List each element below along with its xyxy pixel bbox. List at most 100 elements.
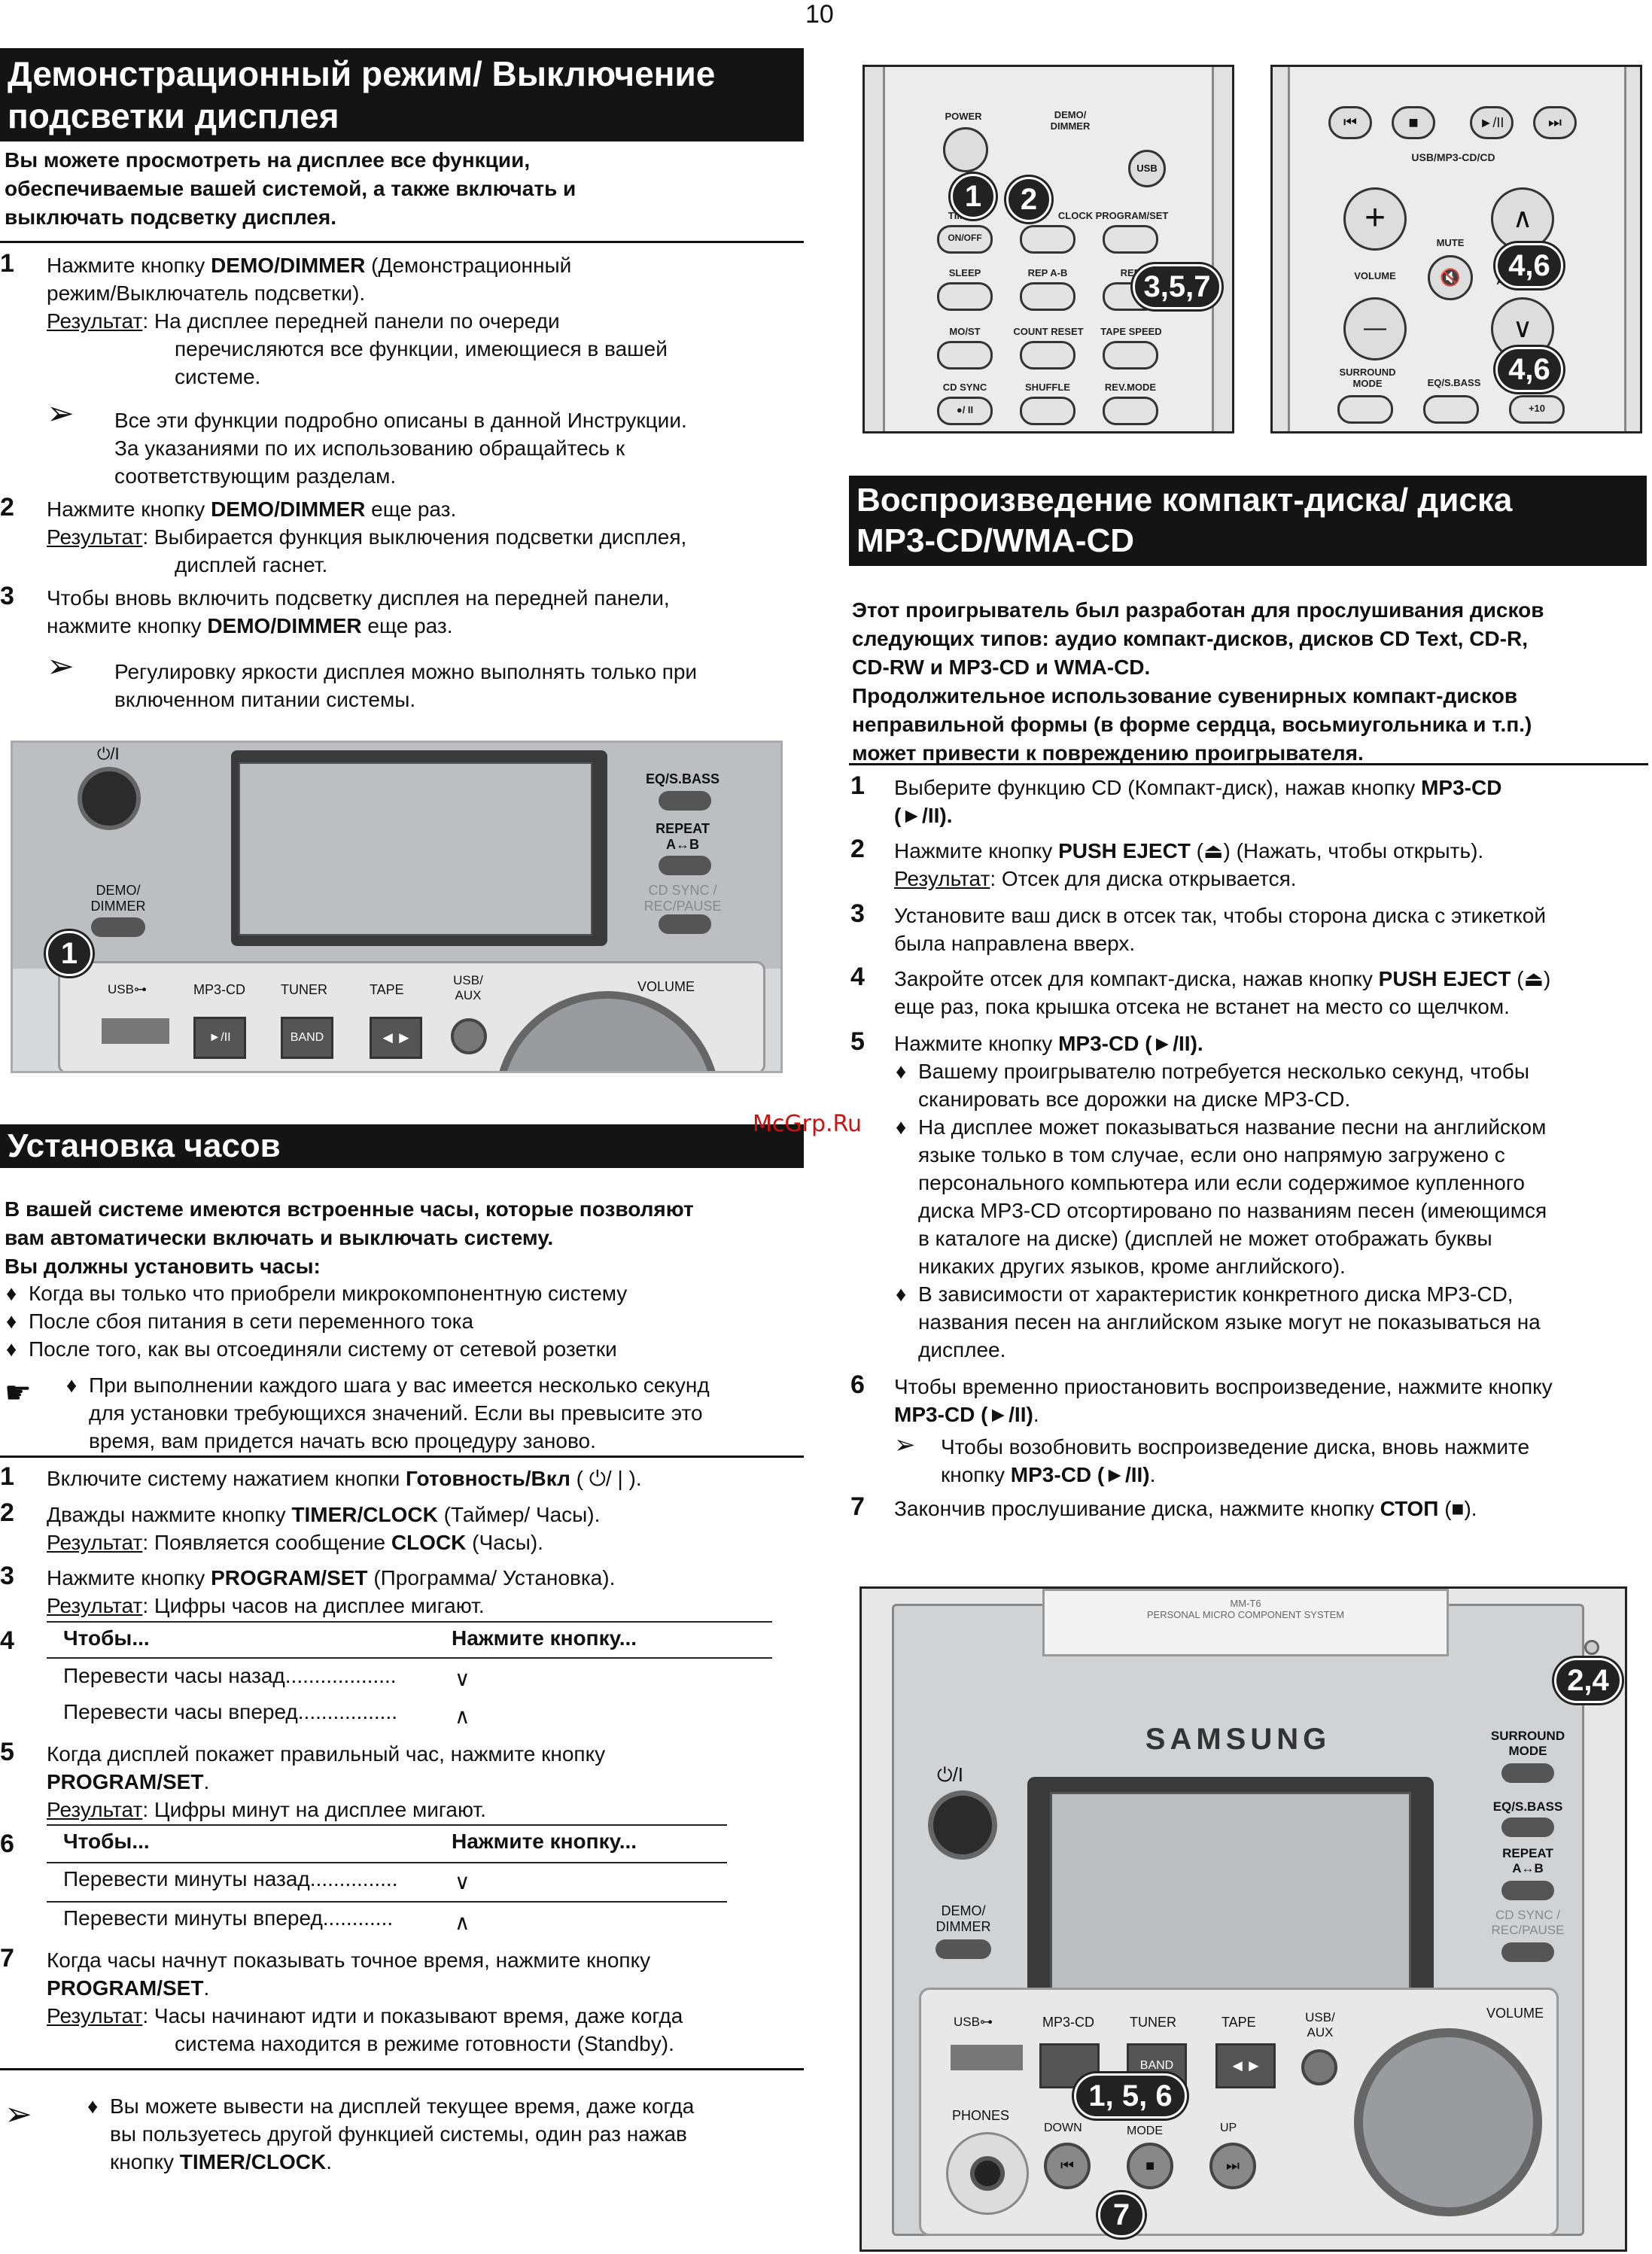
text: . (203, 1976, 210, 2000)
cd-sync-button (937, 397, 993, 425)
phones-label: PHONES (952, 2108, 1010, 2123)
cdsync-label: CD SYNC /REC/PAUSE (1479, 1908, 1577, 1938)
mo-st-label: MO/ST (949, 326, 981, 337)
clock-hand-note: ♦При выполнении каждого шага у вас имеет… (66, 1371, 804, 1455)
text: Все эти функции подробно описаны в данно… (114, 409, 687, 432)
text: Нажмите кнопку (47, 254, 211, 277)
cd-note: Чтобы возобновить воспроизведение диска,… (941, 1433, 1648, 1489)
text: A↔B (666, 837, 699, 852)
program-set-label: PROGRAM/SET (1095, 210, 1169, 221)
usb-label: USB⊶ (108, 982, 147, 996)
table-header: Чтобы... (63, 1626, 150, 1650)
cd-step-5: 5 Нажмите кнопку MP3-CD (►/II). ♦Вашему … (850, 1028, 1650, 1364)
text: . (1033, 1403, 1039, 1426)
cd-lid (1042, 1589, 1449, 1656)
demo-dimmer-button (936, 1939, 991, 1959)
bullet-text: Когда вы только что приобрели микрокомпо… (29, 1282, 628, 1305)
onoff-button (937, 225, 993, 254)
eq-sbass-button (1423, 395, 1479, 424)
text: DEMO/ (1054, 109, 1087, 120)
text: . (203, 1770, 210, 1793)
usb-port (102, 1018, 169, 1044)
eject-button (1584, 1640, 1599, 1655)
bullet-text: На дисплее может показываться название п… (918, 1115, 1547, 1139)
usbaux-button (1301, 2049, 1337, 2085)
table-rule (47, 1901, 727, 1903)
text: REC/PAUSE (1491, 1923, 1565, 1937)
text: никаких других языков, кроме английского… (918, 1255, 1346, 1278)
power-label: POWER (945, 111, 982, 122)
clock-step-5: 5 Когда дисплей покажет правильный час, … (0, 1738, 804, 1824)
step-number: 6 (850, 1370, 865, 1399)
text: Перевести часы вперед (63, 1700, 298, 1723)
down-arrow-icon: ∨ (455, 1870, 470, 1894)
down-label: DOWN (1044, 2122, 1082, 2134)
text: REC/PAUSE (643, 899, 722, 914)
sleep-button (937, 282, 993, 311)
demo-note-2: Регулировку яркости дисплея можно выполн… (114, 658, 807, 713)
text: Когда часы начнут показывать точное врем… (47, 1948, 651, 1972)
step-number: 5 (0, 1738, 14, 1766)
button-name: (►/II). (894, 804, 953, 827)
intro-line: выключать подсветку дисплея. (5, 205, 336, 229)
text: нажмите кнопку (47, 614, 208, 637)
text: : Цифры минут на дисплее мигают. (142, 1798, 486, 1821)
button-name: PROGRAM/SET (47, 1770, 204, 1793)
text: REPEAT (1502, 1846, 1553, 1860)
clock-bullets: ♦Когда вы только что приобрели микрокомп… (6, 1282, 628, 1361)
intro-line: CD-RW и MP3-CD и WMA-CD. (852, 656, 1151, 679)
text: USB/ (453, 973, 483, 987)
clock-step-1: 1 Включите систему нажатием кнопки Готов… (0, 1463, 804, 1492)
callout-badge: 4,6 (1495, 243, 1563, 288)
cd-intro: Этот проигрыватель был разработан для пр… (852, 596, 1650, 768)
callout-badge: 1, 5, 6 (1074, 2073, 1187, 2119)
timer-clock-button (1020, 225, 1075, 254)
clock-final-note: ♦Вы можете вывести на дисплей текущее вр… (87, 2092, 802, 2176)
dots: ............ (322, 1906, 394, 1930)
count-reset-label: COUNT RESET (1013, 326, 1084, 337)
text: SURROUND (1490, 1729, 1565, 1743)
table-header: Нажмите кнопку... (452, 1626, 637, 1650)
intro-line: Продолжительное использование сувенирных… (852, 684, 1518, 707)
eq-button (1501, 1817, 1554, 1837)
clock-section-title: Установка часов (0, 1124, 804, 1168)
prev-button: ⏮ (1328, 106, 1372, 139)
text: Выберите функцию CD (Компакт-диск), нажа… (894, 776, 1422, 799)
text: Нажмите кнопку (47, 1566, 211, 1589)
text: включенном питании системы. (114, 688, 416, 711)
mute-icon: 🔇 (1428, 255, 1473, 300)
text: еще раз. (361, 614, 453, 637)
text: названия песен на английском языке могут… (918, 1310, 1541, 1334)
result-label: Результат (47, 1594, 143, 1617)
clock-step-3: 3 Нажмите кнопку PROGRAM/SET (Программа/… (0, 1562, 804, 1620)
clock-intro: В вашей системе имеются встроенные часы,… (5, 1195, 807, 1281)
text: DIMMER (1050, 120, 1091, 132)
button-name: MP3-CD (►/II) (1010, 1463, 1150, 1486)
mode-label: MODE (1127, 2125, 1163, 2137)
callout-badge: 1 (46, 931, 93, 976)
step-number: 3 (0, 582, 14, 610)
usb-label: USB⊶ (954, 2015, 993, 2029)
text: в каталоге на диске) (дисплей не может о… (918, 1227, 1492, 1250)
cd-step-4: 4 Закройте отсек для компакт-диска, нажа… (850, 963, 1650, 1021)
phones-jack (970, 2156, 1005, 2191)
band-button: BAND (281, 1017, 333, 1059)
text: DEMO/ (96, 883, 141, 898)
up-label: UP (1220, 2122, 1237, 2134)
step-number: 7 (0, 1944, 14, 1973)
cdsync-button (659, 914, 711, 934)
table-rule (47, 1621, 772, 1623)
bullet-text: В зависимости от характеристик конкретно… (918, 1282, 1514, 1306)
cd-sync-label: CD SYNC (942, 382, 987, 393)
button-name: TIMER/CLOCK (291, 1503, 438, 1526)
text: вы пользуетесь другой функцией системы, … (110, 2122, 687, 2146)
step-number: 1 (850, 771, 865, 800)
text: CD SYNC / (648, 883, 717, 898)
display-screen (1050, 1792, 1411, 1992)
step-number: 2 (0, 493, 14, 522)
button-name: Готовность/Вкл (406, 1467, 570, 1490)
text: (⏏) (1511, 967, 1551, 990)
table-header: Чтобы... (63, 1830, 150, 1853)
down-arrow-icon: ∨ (455, 1667, 470, 1690)
